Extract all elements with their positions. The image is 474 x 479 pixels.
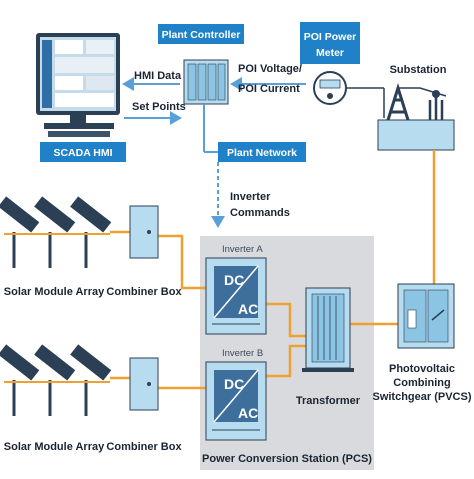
hmi-data-label: HMI Data	[134, 70, 182, 82]
combiner-box-top	[129, 205, 159, 259]
solar-array-bottom	[0, 344, 112, 416]
pvcs-label-1: Photovoltaic	[389, 363, 455, 375]
combiner-box-top-label: Combiner Box	[106, 286, 182, 298]
substation-icon	[377, 82, 455, 151]
solar-array-top	[0, 196, 112, 268]
set-points-label: Set Points	[132, 101, 186, 113]
inverter-a-dc: DC	[224, 272, 244, 288]
pvcs-label-3: Switchgear (PVCS)	[372, 391, 471, 403]
substation-label: Substation	[390, 64, 447, 76]
inverter-b-ac: AC	[238, 405, 258, 421]
inverter-b-label: Inverter B	[222, 348, 263, 359]
pcs-label: Power Conversion Station (PCS)	[202, 453, 372, 465]
pvcs-switchgear	[397, 283, 455, 349]
poi-meter-label-1: POI Power	[304, 31, 357, 43]
inverter-a-ac: AC	[238, 301, 258, 317]
plant-network-label: Plant Network	[227, 147, 297, 159]
plant-network-header	[218, 142, 306, 162]
poi-meter-header	[300, 22, 360, 64]
scada-hmi-header	[40, 142, 126, 162]
inverter-commands-label-2: Commands	[230, 207, 290, 219]
combiner-box-bottom-label: Combiner Box	[106, 441, 182, 453]
poi-current-label: POI Current	[238, 83, 300, 95]
solar-array-top-label: Solar Module Array	[4, 286, 105, 298]
transformer-label: Transformer	[296, 395, 361, 407]
transformer	[302, 287, 354, 372]
inverter-a-label: Inverter A	[222, 244, 263, 255]
inverter-commands-label-1: Inverter	[230, 191, 271, 203]
plant-controller-device	[183, 59, 229, 105]
inverter-b-dc: DC	[224, 376, 244, 392]
scada-hmi-label: SCADA HMI	[53, 147, 112, 159]
combiner-box-bottom	[129, 357, 159, 411]
inverter-b	[205, 361, 267, 441]
poi-voltage-label: POI Voltage/	[238, 63, 302, 75]
poi-meter-label-2: Meter	[316, 47, 344, 59]
plant-controller-header	[158, 24, 244, 44]
scada-monitor	[36, 33, 120, 137]
solar-array-bottom-label: Solar Module Array	[4, 441, 105, 453]
pvcs-label-2: Combining	[393, 377, 450, 389]
plant-controller-label: Plant Controller	[162, 29, 241, 41]
poi-meter-device	[313, 71, 347, 105]
inverter-a	[205, 257, 267, 335]
power-lines	[110, 150, 436, 390]
